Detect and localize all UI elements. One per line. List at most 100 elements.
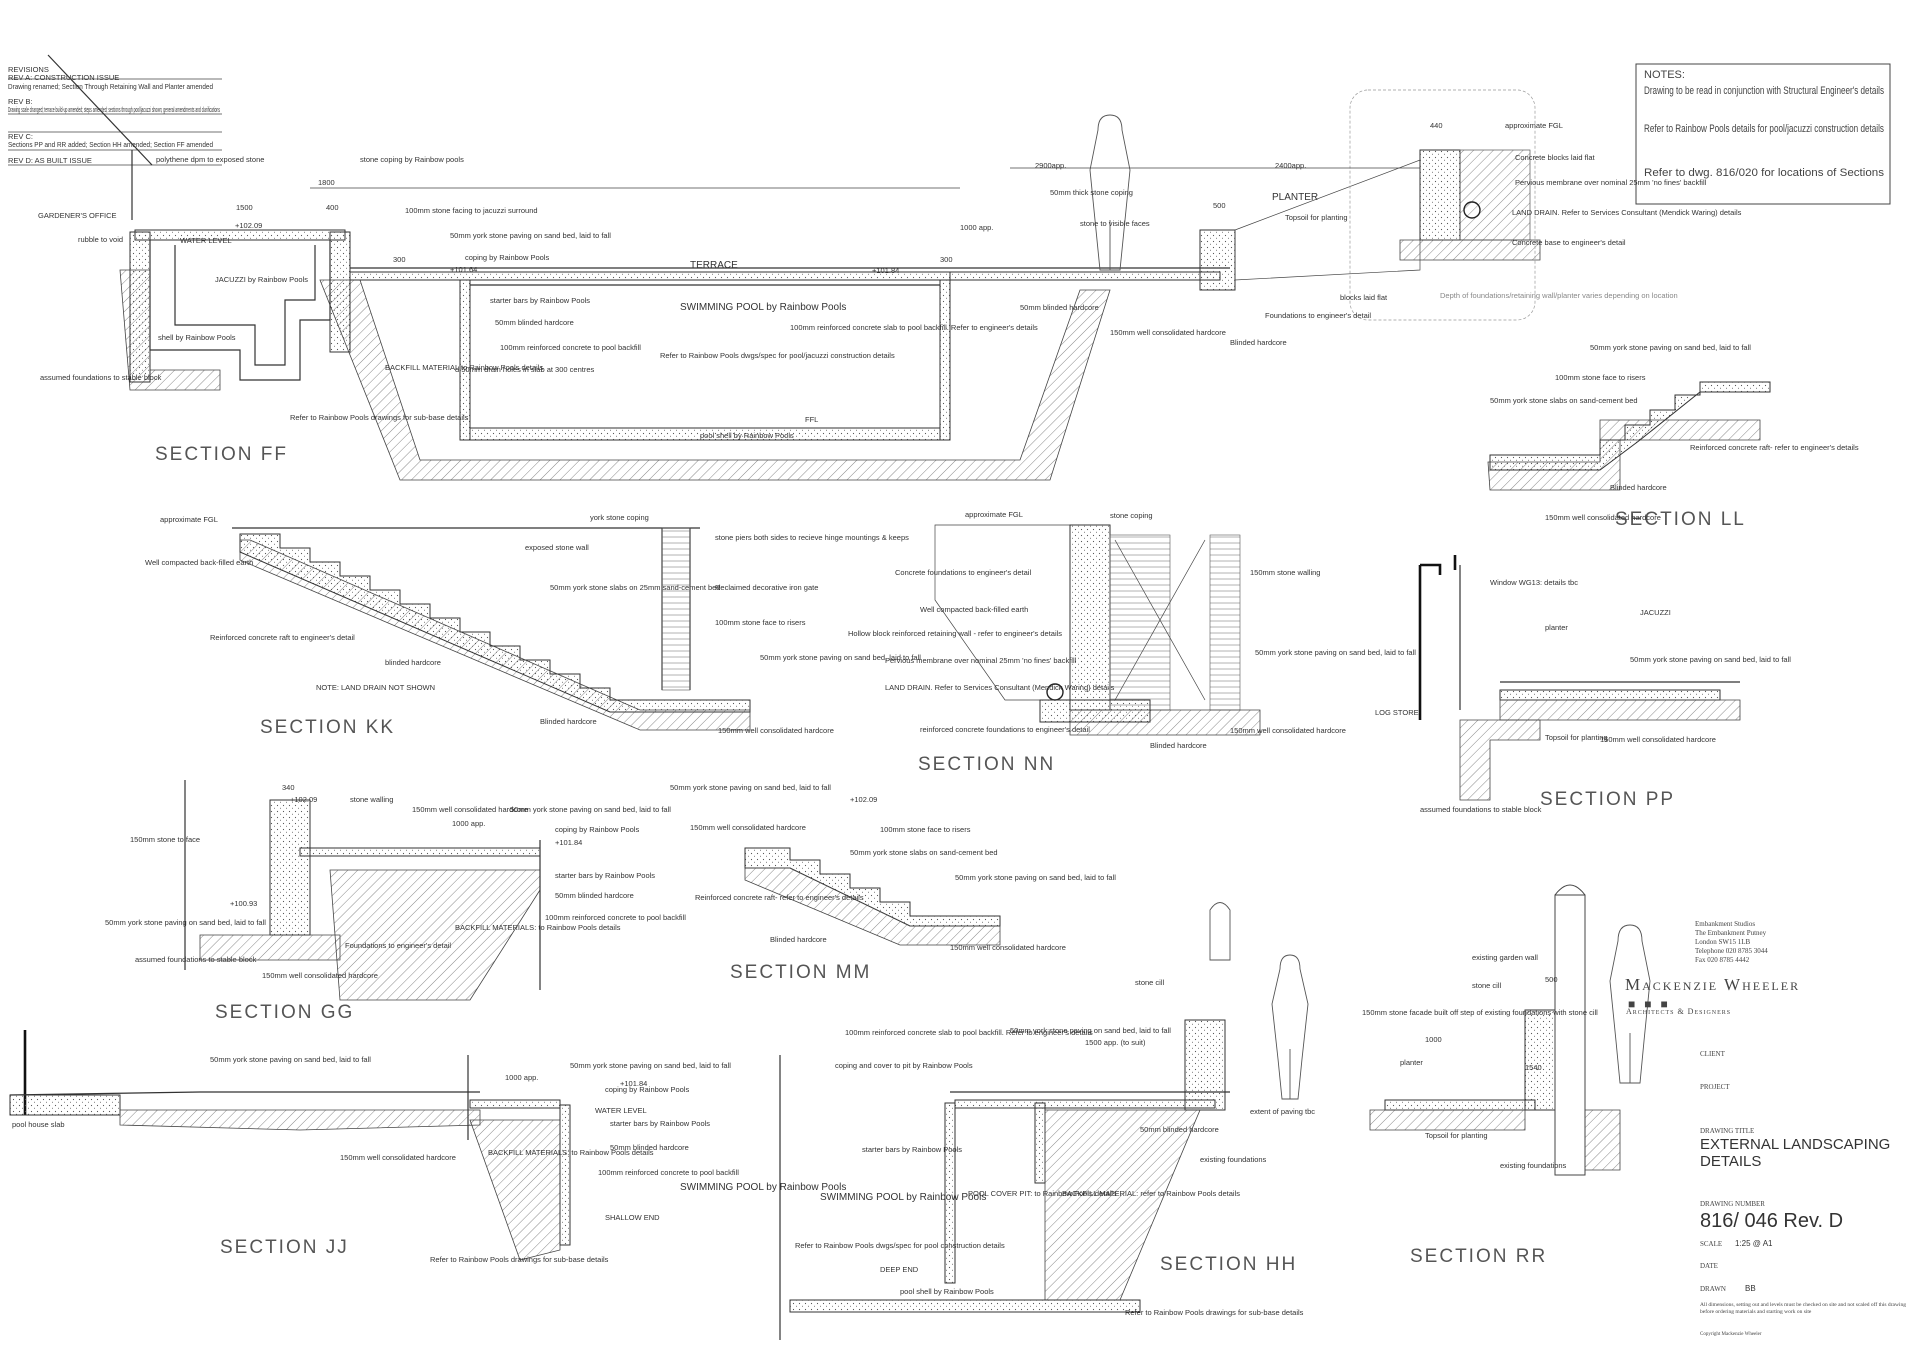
annotation: reinforced concrete foundations to engin…: [920, 725, 1090, 734]
address-line: The Embankment Putney: [1695, 929, 1767, 937]
annotation: 100mm reinforced concrete to pool backfi…: [545, 913, 686, 922]
annotation: LAND DRAIN. Refer to Services Consultant…: [885, 683, 1115, 692]
annotation: 50mm thick stone coping: [1050, 188, 1133, 197]
copyright: Copyright Mackenzie Wheeler: [1700, 1332, 1762, 1337]
dimension-labels: 1800 1500 400 300 2900app. 2400app. 1000…: [236, 121, 1558, 1082]
annotation: Refer to Rainbow Pools dwgs/spec for poo…: [795, 1241, 1005, 1250]
annotation: starter bars by Rainbow Pools: [490, 296, 590, 305]
annotation: 100mm reinforced concrete to pool backfi…: [500, 343, 641, 352]
annotation: 50mm york stone paving on sand bed, laid…: [570, 1061, 731, 1070]
annotation: 150mm well consolidated hardcore: [340, 1153, 456, 1162]
annotation: 50mm york stone paving on sand bed, laid…: [760, 653, 921, 662]
annotation: assumed foundations to stable block: [1420, 805, 1542, 814]
notes-heading: NOTES:: [1644, 69, 1685, 81]
annotation: Concrete foundations to engineer's detai…: [895, 568, 1031, 577]
annotation: Well compacted back-filled earth: [920, 605, 1028, 614]
annotation: Window WG13: details tbc: [1490, 578, 1578, 587]
dimension: 2900app.: [1035, 161, 1066, 170]
annotation: WATER LEVEL: [595, 1106, 647, 1115]
annotation: d.50mm drain holes in slab at 300 centre…: [455, 365, 594, 374]
firm-name: Mackenzie Wheeler: [1625, 975, 1801, 994]
annotation: 150mm well consolidated hardcore: [1545, 513, 1661, 522]
annotation: 50mm york stone paving on sand bed, laid…: [670, 783, 831, 792]
annotations-rr: existing garden wall stone cill 150mm st…: [1362, 953, 1598, 1170]
annotation: stone cill: [1135, 978, 1165, 987]
dimension: 300: [393, 255, 406, 264]
annotation: coping by Rainbow Pools: [605, 1085, 689, 1094]
dimension: 440: [1430, 121, 1443, 130]
annotation: Pervious membrane over nominal 25mm 'no …: [1515, 178, 1707, 187]
annotation: 50mm york stone paving on sand bed, laid…: [510, 805, 671, 814]
annotation: pool shell by Rainbow Pools: [900, 1287, 994, 1296]
annotation: 100mm stone face to risers: [715, 618, 806, 627]
annotation: 50mm blinded hardcore: [555, 891, 634, 900]
annotations-ff: GARDENER'S OFFICE rubble to void polythe…: [38, 121, 1742, 440]
address-line: Embankment Studios: [1695, 920, 1756, 928]
annotation: LOG STORE: [1375, 708, 1419, 717]
dimension: 1000: [1425, 1035, 1442, 1044]
annotation: 50mm blinded hardcore: [1020, 303, 1099, 312]
section-nn: [934, 524, 1261, 736]
annotation: SWIMMING POOL by Rainbow Pools: [680, 302, 846, 313]
annotation: Foundations to engineer's detail: [1265, 311, 1371, 320]
annotations-ll: 50mm york stone paving on sand bed, laid…: [1490, 343, 1859, 522]
firm-address: Embankment Studios The Embankment Putney…: [1695, 920, 1768, 965]
dimension: 1000 app.: [505, 1073, 538, 1082]
annotation: Topsoil for planting: [1425, 1131, 1488, 1140]
annotation: Refer to Rainbow Pools drawings for sub-…: [1125, 1308, 1304, 1317]
annotation: BACKFILL MATERIALS: to Rainbow Pools det…: [488, 1148, 654, 1157]
annotation: existing foundations: [1500, 1161, 1567, 1170]
drawn-label: DRAWN: [1700, 1285, 1726, 1293]
annotation: 50mm york stone paving on sand bed, laid…: [450, 231, 611, 240]
revision-line: REV C:: [8, 132, 33, 141]
annotation: blinded hardcore: [385, 658, 441, 667]
annotation: 50mm blinded hardcore: [610, 1143, 689, 1152]
annotation: 150mm well consolidated hardcore: [412, 805, 528, 814]
annotation: SHALLOW END: [605, 1213, 660, 1222]
section-mm: [744, 847, 1001, 946]
annotation: stone to visible faces: [1080, 219, 1150, 228]
firm-marks: ■ ■ ■: [1628, 997, 1671, 1011]
annotation: 50mm york stone paving on sand bed, laid…: [1630, 655, 1791, 664]
section-rr: [1369, 884, 1651, 1176]
annotation: planter: [1545, 623, 1568, 632]
annotation: pool shell by Rainbow Pools: [700, 431, 794, 440]
dimension: 400: [326, 203, 339, 212]
section-ll: [1487, 381, 1771, 491]
dimension: 1800: [318, 178, 335, 187]
level: +102.09: [235, 221, 262, 230]
level: +101.84: [620, 1079, 647, 1088]
level-markers: +102.09 +101.84 +101.64 +102.09 +101.84 …: [230, 221, 899, 1088]
section-title: SECTION MM: [730, 962, 871, 983]
annotation: SWIMMING POOL by Rainbow Pools: [680, 1182, 846, 1193]
annotation: LAND DRAIN. Refer to Services Consultant…: [1512, 208, 1742, 217]
level: +101.64: [450, 265, 477, 274]
annotation: Refer to Rainbow Pools dwgs/spec for poo…: [660, 351, 895, 360]
annotation: Hollow block reinforced retaining wall -…: [848, 629, 1062, 638]
annotation: JACUZZI: [1640, 608, 1671, 617]
section-title: SECTION GG: [215, 1002, 354, 1023]
dimension: 1500 app. (to suit): [1085, 1038, 1146, 1047]
client-label: CLIENT: [1700, 1050, 1725, 1058]
annotation: 100mm reinforced concrete slab to pool b…: [790, 323, 1038, 332]
section-title: SECTION HH: [1160, 1254, 1297, 1275]
annotations-kk: approximate FGL york stone coping expose…: [145, 513, 921, 735]
annotation: Blinded hardcore: [770, 935, 827, 944]
date-label: DATE: [1700, 1262, 1718, 1270]
annotation: PLANTER: [1272, 192, 1318, 203]
annotation: 100mm stone face to risers: [1555, 373, 1646, 382]
annotation: polythene dpm to exposed stone: [156, 155, 264, 164]
dimension: 1000 app.: [960, 223, 993, 232]
revision-line: REV D: AS BUILT ISSUE: [8, 156, 92, 165]
drawing-title: EXTERNAL LANDSCAPING DETAILS: [1700, 1136, 1891, 1170]
section-ff: [119, 89, 1541, 481]
annotation: starter bars by Rainbow Pools: [610, 1119, 710, 1128]
revisions-block: REVISIONS REV A: CONSTRUCTION ISSUE Draw…: [8, 54, 222, 220]
annotations-jj: 50mm york stone paving on sand bed, laid…: [12, 1055, 846, 1264]
section-pp: [1418, 555, 1741, 801]
annotation: Reinforced concrete raft to engineer's d…: [210, 633, 355, 642]
annotation: Blinded hardcore: [1610, 483, 1667, 492]
notes-box: NOTES: Drawing to be read in conjunction…: [1635, 63, 1891, 205]
annotation: Reclaimed decorative iron gate: [715, 583, 818, 592]
annotation: coping by Rainbow Pools: [555, 825, 639, 834]
